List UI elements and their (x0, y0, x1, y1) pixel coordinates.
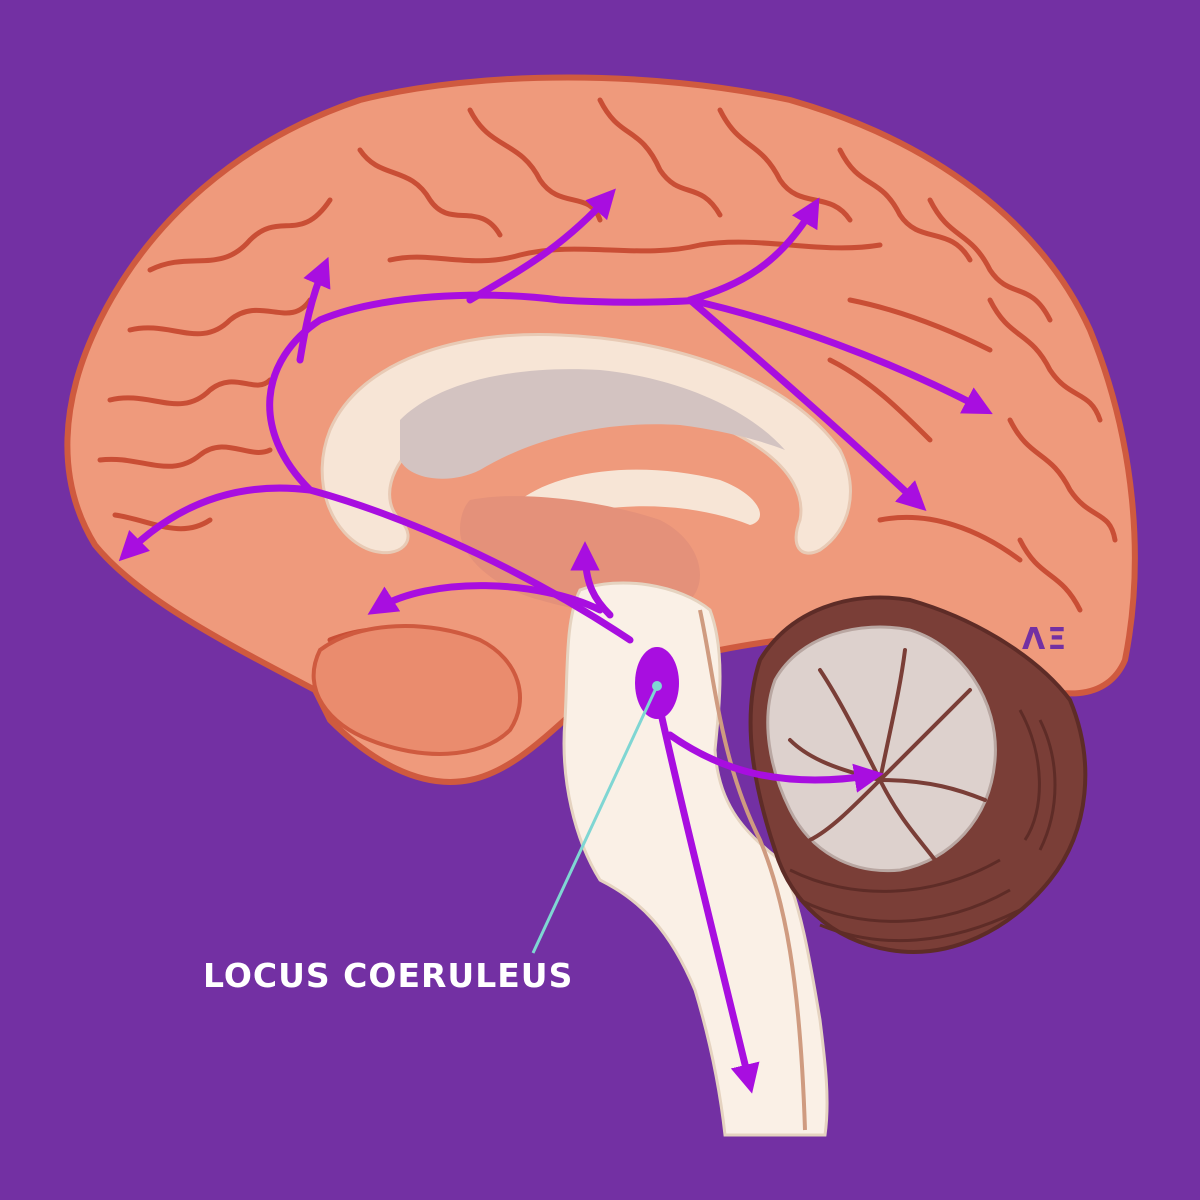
pathway-to-prefrontal (296, 256, 331, 364)
locus-coeruleus-label: LOCUS COERULEUS (203, 956, 574, 995)
brand-logo: ΛΞ (1022, 622, 1069, 657)
temporal-lobe (311, 624, 522, 756)
pathway-to-cerebellum (666, 731, 884, 793)
brainstem-line (698, 609, 807, 1131)
arbor-vitae (766, 625, 997, 873)
pointer-line (531, 685, 659, 954)
pathway-to-parietal (686, 197, 820, 304)
pathway-to-occipital (686, 296, 993, 415)
pathway-to-orbitofrontal (367, 582, 604, 615)
pathway-to-temporal (686, 296, 927, 512)
noradrenergic-pathways (118, 188, 993, 1094)
pathway-to-motor (466, 188, 616, 304)
cerebellum-folia (789, 709, 1057, 943)
pathway-to-spinal-cord (654, 696, 760, 1094)
lateral-ventricle (400, 369, 785, 479)
pathway-to-thalamus (570, 541, 614, 619)
pathway-cingulum (266, 291, 704, 494)
